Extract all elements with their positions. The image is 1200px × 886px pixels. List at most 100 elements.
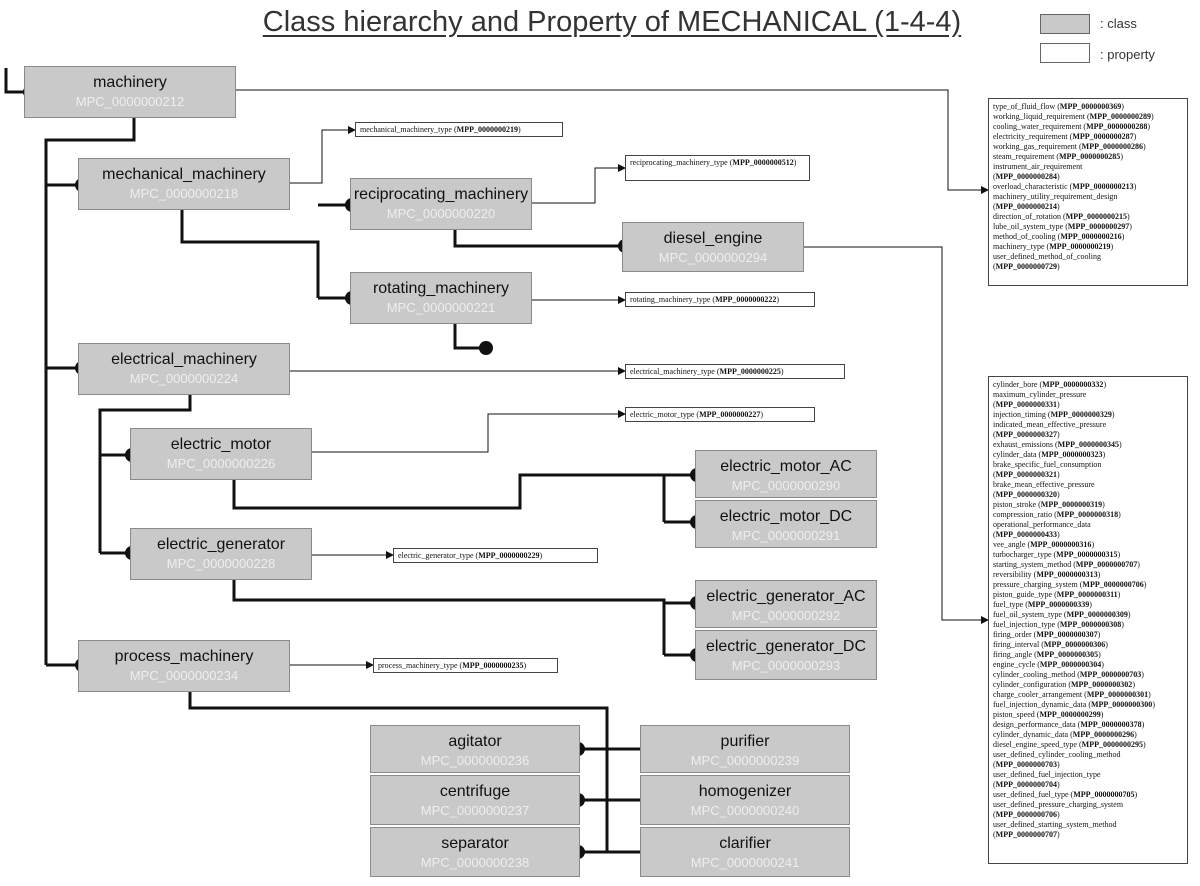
arrow-mechanical-machinery-type xyxy=(290,126,356,184)
property-list-code: MPP_0000000339 xyxy=(1027,600,1090,609)
property-list-name: reversibility xyxy=(993,570,1034,579)
property-list-name: user_defined_pressure_charging_system xyxy=(993,800,1124,809)
property-list-line: fuel_oil_system_type (MPP_0000000309) xyxy=(993,610,1131,619)
property-box-reciprocating-machinery-type: reciprocating_machinery_type (MPP_000000… xyxy=(625,155,810,181)
property-list-name: injection_timing xyxy=(993,410,1048,419)
property-list-line: user_defined_starting_system_method xyxy=(993,820,1183,830)
property-box-process-machinery-type: process_machinery_type (MPP_0000000235) xyxy=(373,658,558,673)
property-list-line: piston_stroke (MPP_0000000319) xyxy=(993,500,1105,509)
property-list-code: MPP_0000000313 xyxy=(1036,570,1098,579)
property-list-name: compression_ratio xyxy=(993,510,1055,519)
class-name: rotating_machinery xyxy=(372,280,510,297)
property-list-line: lube_oil_system_type (MPP_0000000297) xyxy=(993,222,1132,231)
property-list-line: type_of_fluid_flow (MPP_0000000369) xyxy=(993,102,1124,111)
property-list-line: compression_ratio (MPP_0000000318) xyxy=(993,510,1121,519)
property-box-electric-motor-type: electric_motor_type (MPP_0000000227) xyxy=(625,407,815,422)
class-name: electric_motor xyxy=(170,436,272,453)
property-box-electric-generator-type: electric_generator_type (MPP_0000000229) xyxy=(393,548,598,563)
property-list-line: piston_speed (MPP_0000000299) xyxy=(993,710,1104,719)
class-name: electric_generator_AC xyxy=(706,588,866,605)
diagram-title: Class hierarchy and Property of MECHANIC… xyxy=(262,6,962,38)
property-list-code: MPP_0000000304 xyxy=(1039,660,1102,669)
property-list-code: MPP_0000000302 xyxy=(1070,680,1133,689)
property-list-code: MPP_0000000287 xyxy=(1072,132,1134,141)
connector-generator-children xyxy=(232,580,666,655)
property-list-line: charge_cooler_arrangement (MPP_000000030… xyxy=(993,690,1151,699)
property-list-name: working_gas_requirement xyxy=(993,142,1079,151)
property-list-name: cylinder_cooling_method xyxy=(993,670,1078,679)
property-list-code: MPP_0000000315 xyxy=(1056,550,1118,559)
class-code: MPC_0000000238 xyxy=(420,855,530,870)
property-list-name: user_defined_cylinder_cooling_method xyxy=(993,750,1121,759)
property-list-line: maximum_cylinder_pressure xyxy=(993,390,1183,400)
property-list-code: MPP_0000000295 xyxy=(1081,740,1143,749)
arrow-reciprocating-machinery-type xyxy=(532,164,626,204)
property-code: MPP_0000000225 xyxy=(719,367,781,376)
class-name: electric_generator_DC xyxy=(705,638,867,655)
property-name: rotating_machinery_type xyxy=(630,295,711,304)
arrow-electric-motor-type xyxy=(312,410,626,453)
property-list-name: design_performance_data xyxy=(993,720,1078,729)
property-list-line: reversibility (MPP_0000000313) xyxy=(993,570,1101,579)
property-list-code: MPP_0000000219 xyxy=(1049,242,1111,251)
property-list-name: machinery_type xyxy=(993,242,1047,251)
class-name: separator xyxy=(441,835,509,852)
class-code: MPC_0000000241 xyxy=(690,855,800,870)
property-list-line: fuel_injection_type (MPP_0000000308) xyxy=(993,620,1124,629)
class-code: MPC_0000000291 xyxy=(731,528,841,543)
property-list-line: cylinder_bore (MPP_0000000332) xyxy=(993,380,1107,389)
class-code: MPC_0000000228 xyxy=(166,556,276,571)
property-list-line: working_gas_requirement (MPP_0000000286) xyxy=(993,142,1146,151)
property-list-line: method_of_cooling (MPP_0000000216) xyxy=(993,232,1125,241)
property-list-name: method_of_cooling xyxy=(993,232,1058,241)
property-list-plist-diesel: cylinder_bore (MPP_0000000332)maximum_cy… xyxy=(988,376,1188,864)
property-list-code: MPP_0000000213 xyxy=(1072,182,1134,191)
property-list-line: working_liquid_requirement (MPP_00000002… xyxy=(993,112,1154,121)
property-list-name: vee_angle xyxy=(993,540,1028,549)
property-list-line: turbocharger_type (MPP_0000000315) xyxy=(993,550,1121,559)
property-list-code: MPP_0000000320 xyxy=(995,490,1057,499)
property-list-line: steam_requirement (MPP_0000000285) xyxy=(993,152,1123,161)
property-list-line: (MPP_0000000704) xyxy=(993,780,1060,789)
property-list-code: MPP_0000000286 xyxy=(1081,142,1143,151)
property-list-name: cylinder_dynamic_data xyxy=(993,730,1071,739)
class-name: process_machinery xyxy=(114,648,254,665)
property-list-code: MPP_0000000215 xyxy=(1065,212,1127,221)
property-list-name: diesel_engine_speed_type xyxy=(993,740,1079,749)
property-list-name: firing_angle xyxy=(993,650,1035,659)
connector-mechanical-trunk xyxy=(180,210,320,298)
legend-class-label: : class xyxy=(1100,16,1137,31)
property-list-name: user_defined_fuel_type xyxy=(993,790,1071,799)
property-list-name: exhaust_emissions xyxy=(993,440,1055,449)
property-list-code: MPP_0000000327 xyxy=(995,430,1057,439)
property-list-line: operational_performance_data xyxy=(993,520,1183,530)
property-list-line: (MPP_0000000284) xyxy=(993,172,1060,181)
property-list-line: firing_angle (MPP_0000000305) xyxy=(993,650,1101,659)
property-list-code: MPP_0000000707 xyxy=(1075,560,1138,569)
property-name: reciprocating_machinery_type xyxy=(630,158,728,167)
property-list-name: operational_performance_data xyxy=(993,520,1091,529)
property-list-line: cylinder_data (MPP_0000000323) xyxy=(993,450,1106,459)
property-list-name: overload_characteristic xyxy=(993,182,1070,191)
property-list-line: brake_mean_effective_pressure xyxy=(993,480,1183,490)
class-code: MPC_0000000226 xyxy=(166,456,276,471)
property-list-line: user_defined_method_of_cooling xyxy=(993,252,1183,262)
property-list-code: MPP_0000000296 xyxy=(1072,730,1135,739)
property-list-line: pressure_charging_system (MPP_0000000706… xyxy=(993,580,1147,589)
property-list-line: (MPP_0000000327) xyxy=(993,430,1060,439)
property-list-plist-machinery: type_of_fluid_flow (MPP_0000000369)worki… xyxy=(988,98,1188,286)
property-list-name: charge_cooler_arrangement xyxy=(993,690,1085,699)
property-list-name: firing_order xyxy=(993,630,1034,639)
class-code: MPC_0000000224 xyxy=(129,371,239,386)
property-list-line: overload_characteristic (MPP_0000000213) xyxy=(993,182,1137,191)
property-list-code: MPP_0000000323 xyxy=(1041,450,1103,459)
property-list-name: cylinder_data xyxy=(993,450,1039,459)
class-code: MPC_0000000236 xyxy=(420,753,530,768)
property-arrows xyxy=(236,89,989,669)
